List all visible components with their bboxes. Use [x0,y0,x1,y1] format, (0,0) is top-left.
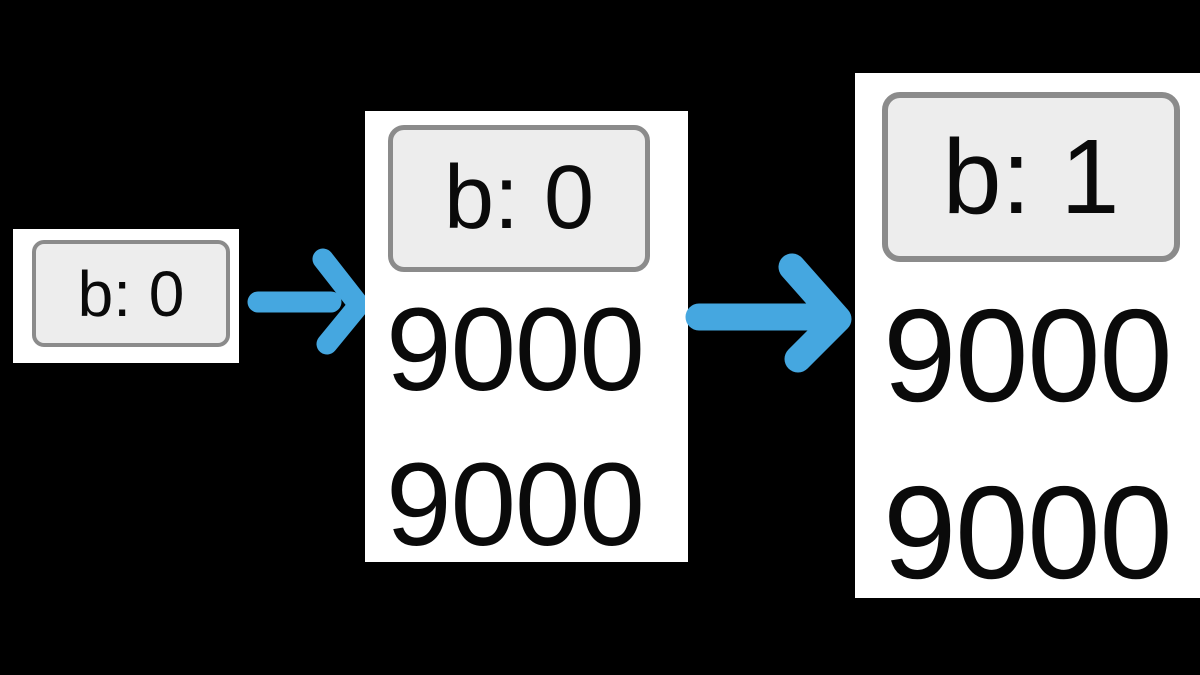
count-value: 9000 [883,282,1173,429]
b-counter-button[interactable]: b: 0 [388,125,650,272]
b-counter-button[interactable]: b: 0 [32,240,230,347]
b-counter-button[interactable]: b: 1 [882,92,1180,262]
state-panel-1: b: 0 [13,229,239,363]
state-panel-2: b: 0 9000 9000 [365,111,688,571]
count-value: 9000 [883,459,1173,606]
count-value: 9000 [386,439,645,571]
state-panel-3: b: 1 9000 9000 [855,73,1200,606]
arrow-right-icon [247,248,370,355]
count-value: 9000 [386,284,645,416]
arrow-right-icon [685,253,852,373]
